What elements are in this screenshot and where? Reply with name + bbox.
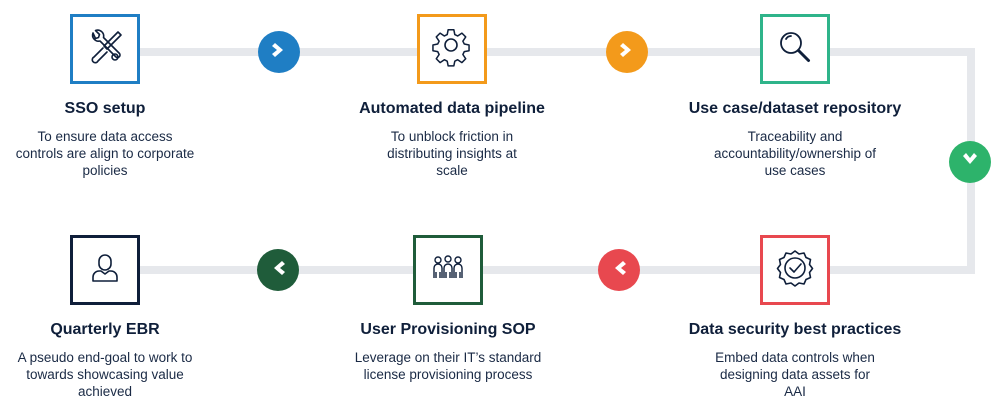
step-icon-box — [70, 14, 140, 84]
step-description: Leverage on their IT’s standard license … — [354, 350, 542, 382]
chevron-right-icon — [268, 39, 290, 66]
step-title: Automated data pipeline — [359, 100, 545, 117]
step-description: A pseudo end-goal to work to towards sho… — [17, 350, 193, 399]
step-description: Embed data controls when designing data … — [715, 350, 875, 399]
chevron-left-icon — [608, 257, 630, 284]
flow-track-top — [100, 48, 975, 56]
group-icon — [428, 248, 468, 293]
flow-track-bottom — [100, 266, 975, 274]
chevron-left-icon — [267, 257, 289, 284]
arrow-step2-to-step3 — [606, 31, 648, 73]
step-description: Traceability and accountability/ownershi… — [713, 129, 877, 178]
step-user-provisioning-sop: User Provisioning SOP Leverage on their … — [328, 235, 568, 383]
step-description: To unblock friction in distributing insi… — [387, 129, 517, 178]
step-title: Quarterly EBR — [50, 321, 160, 338]
wrench-screwdriver-icon — [85, 27, 125, 72]
magnifier-icon — [775, 27, 815, 72]
step-icon-box — [760, 235, 830, 305]
step-icon-box — [760, 14, 830, 84]
step-sso-setup: SSO setup To ensure data access controls… — [0, 14, 225, 179]
step-description: To ensure data access controls are align… — [15, 129, 195, 178]
step-title: Data security best practices — [688, 321, 902, 338]
step-icon-box — [417, 14, 487, 84]
arrow-step1-to-step2 — [258, 31, 300, 73]
chevron-right-icon — [616, 39, 638, 66]
user-icon — [85, 248, 125, 293]
step-icon-box — [70, 235, 140, 305]
arrow-step5-to-step6 — [257, 249, 299, 291]
step-quarterly-ebr: Quarterly EBR A pseudo end-goal to work … — [0, 235, 225, 400]
arrow-step3-to-step4 — [949, 141, 991, 183]
verified-badge-icon — [775, 248, 815, 293]
step-title: Use case/dataset repository — [688, 100, 902, 117]
step-icon-box — [413, 235, 483, 305]
step-automated-data-pipeline: Automated data pipeline To unblock frict… — [332, 14, 572, 179]
step-title: User Provisioning SOP — [360, 321, 536, 338]
gear-icon — [432, 27, 472, 72]
step-title: SSO setup — [64, 100, 146, 117]
step-use-case-dataset-repository: Use case/dataset repository Traceability… — [675, 14, 915, 179]
step-data-security-best-practices: Data security best practices Embed data … — [675, 235, 915, 400]
arrow-step4-to-step5 — [598, 249, 640, 291]
chevron-down-icon — [959, 149, 981, 176]
